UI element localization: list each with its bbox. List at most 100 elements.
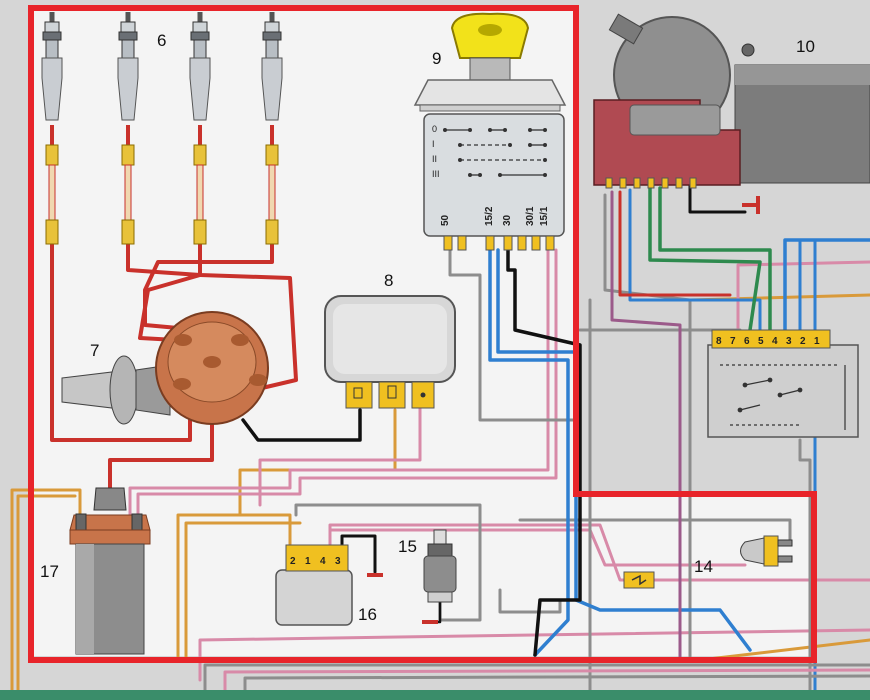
label-pressure-sensor: 15	[398, 537, 417, 556]
cap-tower-3	[249, 374, 267, 386]
spark-plugs	[41, 12, 283, 245]
wire-blue-wiper	[628, 188, 762, 332]
wire-black-switch-ground	[506, 248, 582, 657]
lamp-pin-2	[777, 555, 793, 563]
ignition-key-hole	[478, 24, 502, 36]
terminal-label-30: 30	[502, 214, 513, 226]
wire-orange-coil	[10, 488, 82, 700]
wire-orange-regulator	[176, 513, 292, 662]
ignition-distributor	[61, 311, 269, 425]
vacuum-tube	[61, 371, 113, 409]
wire-grey-low	[498, 588, 562, 614]
component-labels: 6 7 8 9 10 14 15 16 17	[40, 31, 815, 624]
label-voltage-regulator: 16	[358, 605, 377, 624]
voltage-regulator: 2 1 4 3	[275, 544, 383, 626]
highlight-outline	[28, 5, 817, 663]
sensor-nut	[427, 543, 453, 557]
motor-body-highlight	[735, 65, 870, 85]
label-ignition-switch: 9	[432, 49, 441, 68]
terminal-label-3: 3	[786, 336, 792, 347]
switch-terminal-pins	[443, 235, 555, 251]
terminal-label-8: 8	[716, 336, 722, 347]
relay-module	[324, 295, 456, 409]
wiper-motor	[593, 13, 870, 214]
coil-terminal-left	[75, 513, 87, 531]
wire-black-wiper-ground	[688, 183, 747, 214]
wire-red-wiper	[618, 190, 732, 297]
relay-terminal-1	[345, 381, 373, 409]
regulator-terminal-labels: 2 1 4 3	[290, 556, 341, 567]
lamp-socket	[763, 535, 779, 567]
spark-plug-2	[117, 12, 139, 245]
ignition-coil	[69, 487, 151, 655]
wire-bottom-harness-1	[203, 663, 870, 700]
warning-lamp	[740, 535, 793, 567]
coil-terminal-right	[131, 513, 143, 531]
wire-orange-coil-2	[16, 494, 77, 700]
hv-wire-plug-1	[50, 125, 192, 442]
lock-cylinder	[469, 57, 511, 81]
wiper-ground-symbol	[742, 196, 760, 214]
lamp-pin-1	[777, 539, 793, 547]
relay-body-highlight	[333, 304, 447, 374]
wire-blue-right	[798, 238, 817, 700]
svg-text:III: III	[432, 169, 440, 179]
coil-body-highlight	[76, 544, 94, 654]
switch-ring	[419, 104, 561, 112]
regulator-terminal-3: 3	[335, 556, 341, 567]
wire-pink-top-right	[736, 260, 870, 332]
regulator-terminal-1: 1	[305, 556, 311, 567]
switch-contact-dots	[443, 128, 547, 177]
terminal-label-7: 7	[730, 336, 736, 347]
terminal-label-50: 50	[440, 214, 451, 226]
wire-green-wiper	[658, 186, 772, 332]
switch-block-body	[707, 344, 859, 438]
wire-black-regulator-ground	[340, 534, 377, 574]
switch-block-contacts	[720, 364, 846, 430]
terminal-label-2: 2	[800, 336, 806, 347]
wire-orange-right	[698, 638, 870, 662]
label-relay: 8	[384, 271, 393, 290]
wire-pink-lamp-2	[328, 528, 747, 567]
label-distributor: 7	[90, 341, 99, 360]
wire-orange-regulator-2	[184, 521, 302, 662]
spark-plug-3	[189, 12, 211, 245]
inline-connector	[623, 571, 655, 589]
lamp-bulb	[740, 537, 765, 565]
wire-green-wiper-2	[648, 186, 762, 332]
motor-mount	[608, 13, 644, 45]
label-warning-lamp: 14	[694, 557, 713, 576]
label-spark-plugs: 6	[157, 31, 166, 50]
wiper-switch-block: 8 7 6 5 4 3 2 1	[707, 329, 859, 438]
coil-collar	[69, 529, 151, 545]
svg-text:I: I	[432, 139, 435, 149]
cap-tower-1	[174, 334, 192, 346]
cap-tower-2	[231, 334, 249, 346]
motor-shaft	[741, 43, 755, 57]
terminal-label-15-2: 15/2	[484, 206, 495, 226]
wire-pink-bottom	[198, 628, 870, 682]
sensor-body	[423, 555, 457, 593]
terminal-label-30-1: 30/1	[525, 206, 536, 226]
regulator-terminal-4: 4	[320, 556, 326, 567]
wire-pink-coil-switch-2	[136, 248, 558, 522]
wire-blue-top	[783, 238, 870, 332]
inline-connector-symbol	[631, 574, 647, 586]
wire-pink-coil-switch	[128, 248, 550, 522]
wiper-connector-pins	[605, 177, 697, 189]
cap-tower-4	[173, 378, 191, 390]
switch-block-terminal-strip	[711, 329, 831, 349]
regulator-terminal-block	[285, 544, 349, 572]
regulator-terminal-2: 2	[290, 556, 296, 567]
wire-black-relay-distributor	[241, 408, 362, 442]
wire-grey-right-drop	[798, 438, 812, 700]
svg-text:0: 0	[432, 124, 437, 134]
wire-pink-lamp	[328, 523, 870, 582]
hv-wire-plug-2	[126, 125, 202, 342]
wire-grey-sensor-14	[518, 518, 792, 542]
regulator-body	[275, 569, 353, 626]
terminal-label-4: 4	[772, 336, 778, 347]
